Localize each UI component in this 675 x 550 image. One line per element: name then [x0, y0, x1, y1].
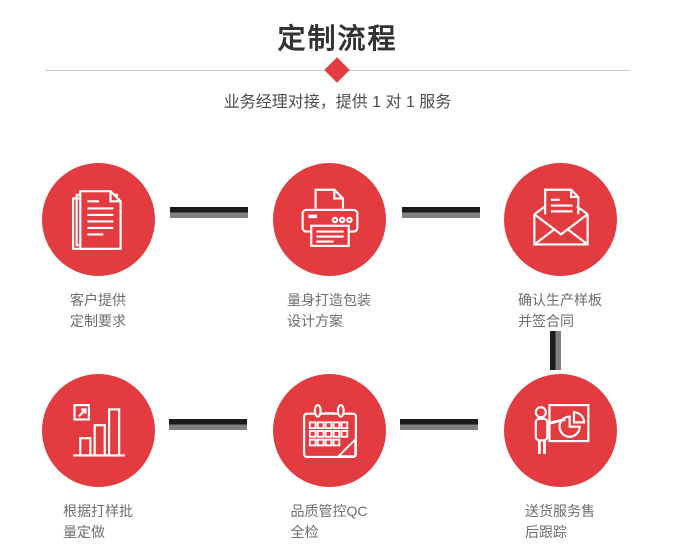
bar-chart-icon [72, 403, 125, 457]
calendar-icon [302, 403, 357, 458]
step-1-caption: 客户提供定制要求 [70, 292, 126, 329]
step-1-circle [42, 163, 155, 276]
step-2-caption: 量身打造包装设计方案 [287, 292, 371, 329]
printer-icon [301, 188, 358, 247]
step-5-circle [273, 374, 386, 487]
step-2-circle [273, 163, 386, 276]
diamond-icon [324, 57, 350, 83]
open-envelope-icon [532, 188, 589, 246]
step-6-caption: 送货服务售后跟踪 [525, 503, 595, 540]
step-4-caption: 根据打样批量定做 [63, 503, 133, 540]
presenter-board-icon [534, 403, 589, 454]
step-4-circle [42, 374, 155, 487]
connector-step3-step6 [550, 331, 561, 370]
connector-step2-step3 [402, 207, 480, 218]
connector-step4-step5 [169, 419, 247, 430]
step-6-circle [504, 374, 617, 487]
page-title: 定制流程 [277, 23, 398, 54]
connector-step5-step6 [400, 419, 478, 430]
step-3-caption: 确认生产样板并签合同 [518, 292, 602, 329]
step-3-circle [504, 163, 617, 276]
connector-step1-step2 [170, 207, 248, 218]
documents-icon [71, 189, 122, 250]
section-subtitle: 业务经理对接，提供 1 对 1 服务 [223, 94, 452, 111]
